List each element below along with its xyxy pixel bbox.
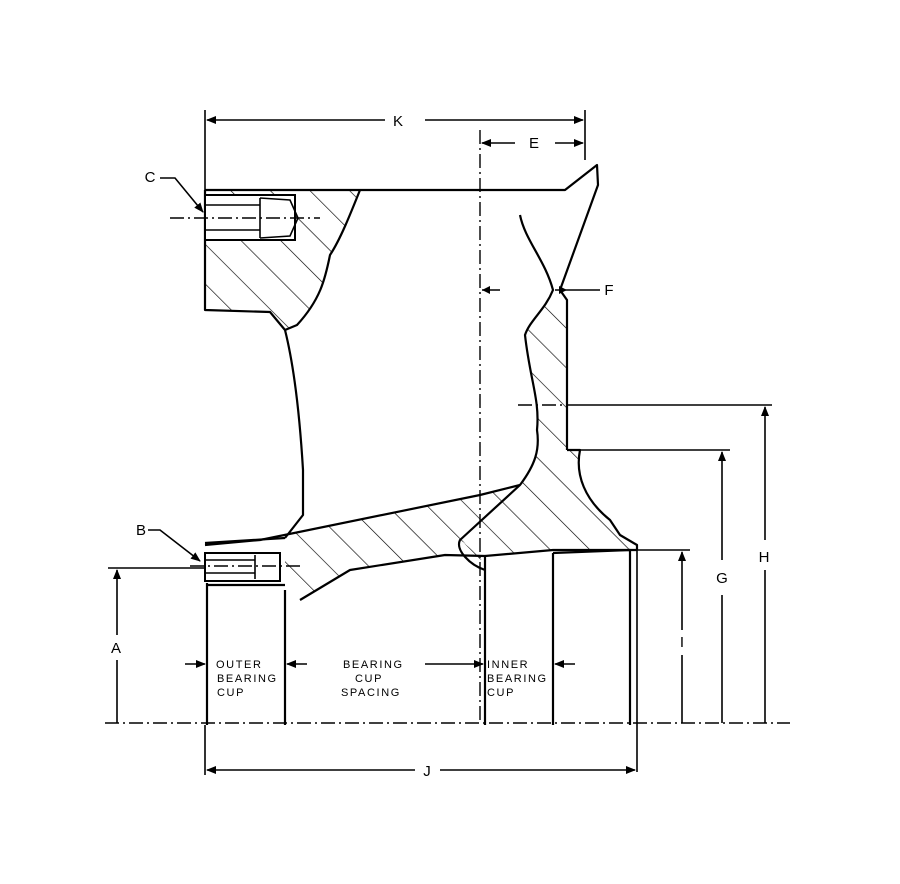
inner-cup-line-3: CUP [487, 687, 515, 699]
bolt-hole-b [190, 552, 300, 582]
bearing-cup-spacing-caption: BEARING CUP SPACING [341, 659, 404, 699]
spacing-line-3: SPACING [341, 687, 401, 699]
inner-cup-line-2: BEARING [487, 673, 548, 685]
spacing-line-2: CUP [355, 673, 383, 685]
outer-cup-line-2: BEARING [217, 673, 278, 685]
label-h: H [759, 549, 770, 566]
label-b: B [136, 522, 146, 539]
label-c: C [145, 169, 156, 186]
label-g: G [716, 570, 728, 587]
label-i: I [680, 634, 684, 651]
label-f: F [604, 282, 613, 299]
label-a: A [111, 640, 121, 657]
label-j: J [423, 763, 431, 780]
centerlines [105, 130, 790, 724]
outer-bearing-cup-caption: OUTER BEARING CUP [216, 659, 278, 699]
outer-cup-line-3: CUP [217, 687, 245, 699]
bolt-hole-c [170, 194, 320, 241]
bearing-cups [205, 548, 638, 772]
outer-cup-line-1: OUTER [216, 659, 263, 671]
inner-bearing-cup-caption: INNER BEARING CUP [487, 659, 548, 699]
spacing-line-1: BEARING [343, 659, 404, 671]
inner-cup-line-1: INNER [487, 659, 529, 671]
label-e: E [529, 135, 539, 152]
label-k: K [393, 113, 403, 130]
dimension-lines [108, 110, 772, 775]
